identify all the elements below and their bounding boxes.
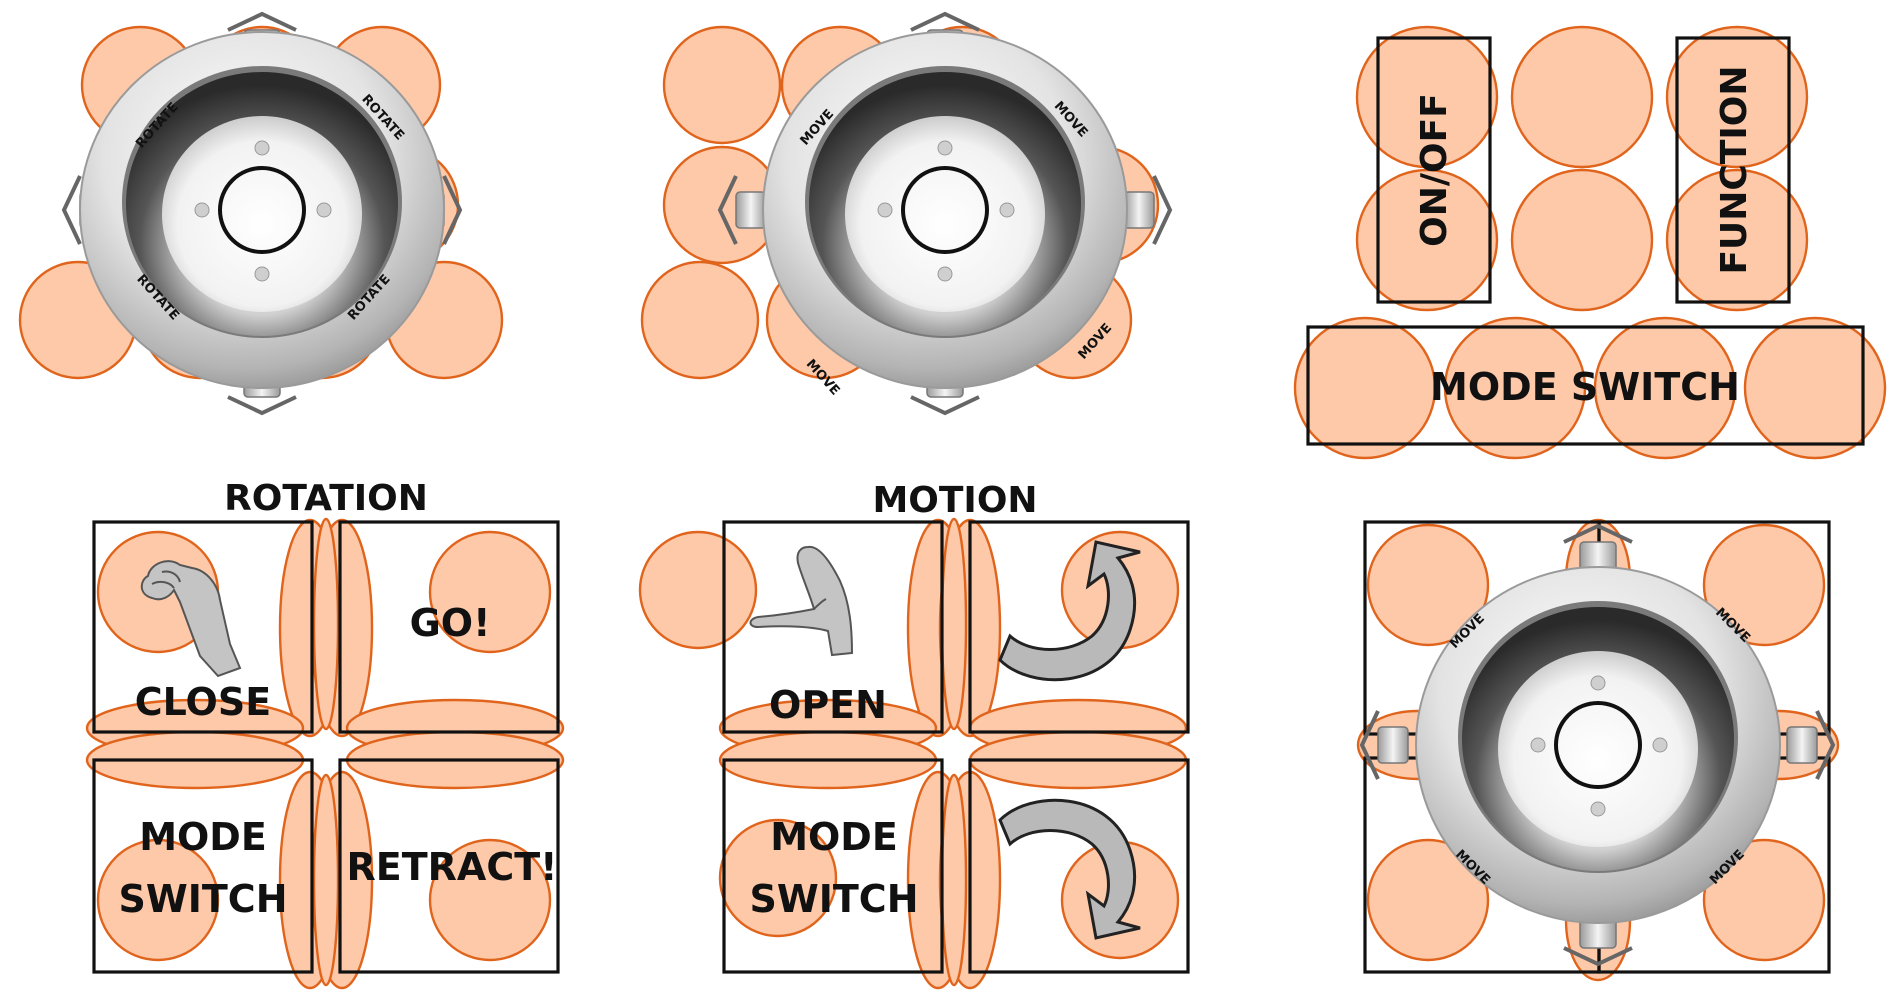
mode-switch-bar[interactable] — [1306, 325, 1865, 446]
go-label: GO! — [410, 601, 491, 645]
motion-panel: MOVE MOVE MOVE MOVE MOTION — [640, 12, 1172, 521]
move-grid-panel: MOVE MOVE MOVE MOVE — [1356, 518, 1840, 982]
open-mode-switch-cell[interactable] — [722, 758, 944, 974]
switches-panel: ON/OFF FUNCTION MODE SWITCH — [1293, 25, 1887, 460]
go-cell[interactable] — [338, 520, 560, 734]
mode-switch-label: MODE SWITCH — [1430, 365, 1740, 409]
open-hand-icon — [749, 545, 854, 657]
motion-caption: MOTION — [872, 480, 1037, 521]
rotation-panel: ROTATE ROTATE ROTATE ROTATE ROTATION — [18, 12, 504, 519]
on-off-switch[interactable] — [1376, 36, 1492, 304]
function-switch[interactable] — [1675, 36, 1791, 304]
retract-label: RETRACT! — [347, 845, 558, 889]
rotation-caption: ROTATION — [224, 478, 428, 519]
gripper-zones — [85, 517, 565, 990]
open-cell[interactable] — [722, 520, 944, 734]
close-cell[interactable] — [92, 520, 314, 734]
retract-cell[interactable] — [338, 758, 560, 974]
on-off-label: ON/OFF — [1414, 93, 1455, 247]
mode-switch-cell[interactable] — [92, 758, 314, 974]
open-zones — [638, 517, 1188, 990]
mode-label-line1: MODE — [139, 815, 267, 859]
rotate-ccw-cell[interactable] — [968, 520, 1190, 734]
open-mode-label-line2: SWITCH — [749, 877, 918, 921]
open-mode-label-line1: MODE — [770, 815, 898, 859]
switch-zones — [1293, 25, 1887, 460]
rotate-clockwise-icon — [998, 798, 1141, 940]
gripper-grid-panel: CLOSE GO! MODE SWITCH RETRACT! — [85, 517, 565, 990]
pinch-hand-icon — [140, 560, 242, 678]
open-label: OPEN — [769, 683, 887, 727]
open-grid-panel: OPEN MODE SWITCH — [638, 517, 1190, 990]
rotate-counterclockwise-icon — [998, 540, 1141, 682]
close-label: CLOSE — [135, 680, 271, 724]
mode-label-line2: SWITCH — [118, 877, 287, 921]
rotate-cw-cell[interactable] — [968, 758, 1190, 974]
function-label: FUNCTION — [1714, 65, 1755, 274]
